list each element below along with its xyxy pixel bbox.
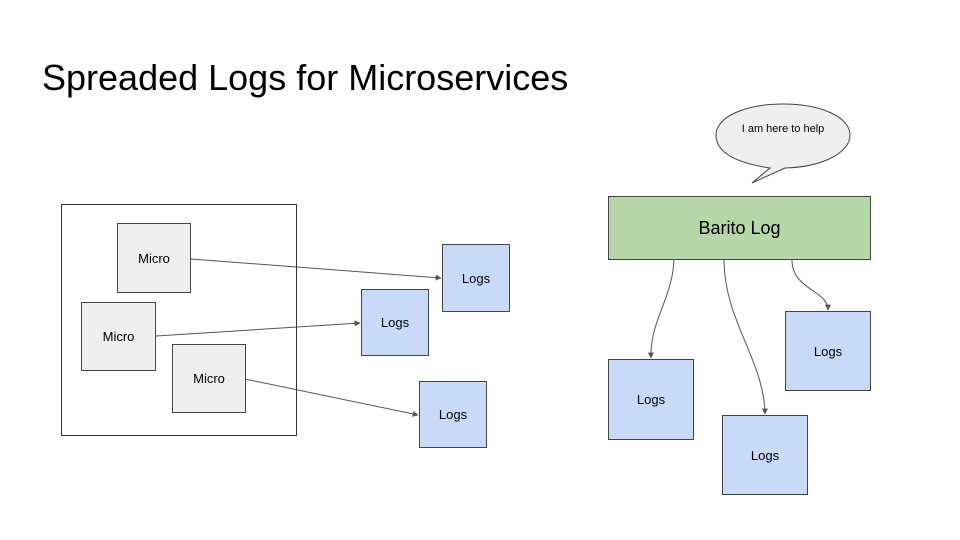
speech-bubble-shape bbox=[715, 103, 851, 184]
arrow-barito-to-logs-c bbox=[791, 259, 831, 311]
arrow-barito-to-logs-b bbox=[723, 259, 768, 415]
arrow-micro2-to-logs2 bbox=[155, 320, 361, 337]
logs-node-right-1: Logs bbox=[608, 359, 694, 440]
logs-node-right-2: Logs bbox=[722, 415, 808, 495]
microservices-container bbox=[61, 204, 297, 436]
micro-node-2: Micro bbox=[81, 302, 156, 371]
logs-node-left-2: Logs bbox=[361, 289, 429, 356]
micro-node-3: Micro bbox=[172, 344, 246, 413]
speech-bubble-text: I am here to help bbox=[741, 123, 825, 135]
logs-node-left-3: Logs bbox=[419, 381, 487, 448]
barito-log-box: Barito Log bbox=[608, 196, 871, 260]
arrow-micro3-to-logs3 bbox=[244, 378, 419, 417]
micro-node-1: Micro bbox=[117, 223, 191, 293]
logs-node-right-3: Logs bbox=[785, 311, 871, 391]
logs-node-left-1: Logs bbox=[442, 244, 510, 312]
arrow-micro1-to-logs1 bbox=[190, 258, 442, 281]
arrow-barito-to-logs-a bbox=[647, 259, 675, 359]
slide-title: Spreaded Logs for Microservices bbox=[42, 57, 569, 98]
